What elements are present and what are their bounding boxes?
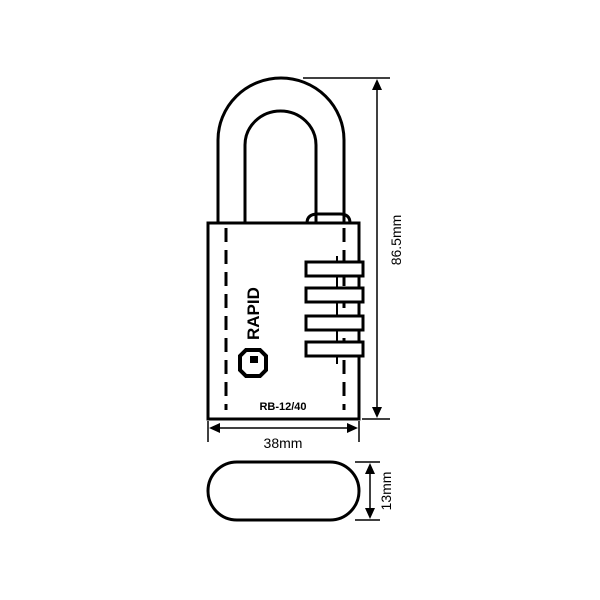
- brand-name: RAPID: [244, 287, 263, 340]
- shackle-inner: [243, 109, 318, 223]
- model-number: RB-12/40: [259, 401, 306, 413]
- combination-dial-1: [304, 260, 365, 278]
- width-label: 38mm: [264, 435, 303, 451]
- depth-label: 13mm: [378, 472, 394, 511]
- height-label: 86.5mm: [388, 215, 404, 266]
- rapid-logo-icon: [238, 348, 268, 378]
- lock-body-top-view: [206, 460, 361, 522]
- combination-dial-3: [304, 314, 365, 332]
- combination-dial-2: [304, 286, 365, 304]
- brand-logo: RAPID: [238, 287, 268, 378]
- shackle-outer: [216, 76, 346, 223]
- shackle-collar: [305, 212, 352, 224]
- combination-dial-4: [304, 340, 365, 358]
